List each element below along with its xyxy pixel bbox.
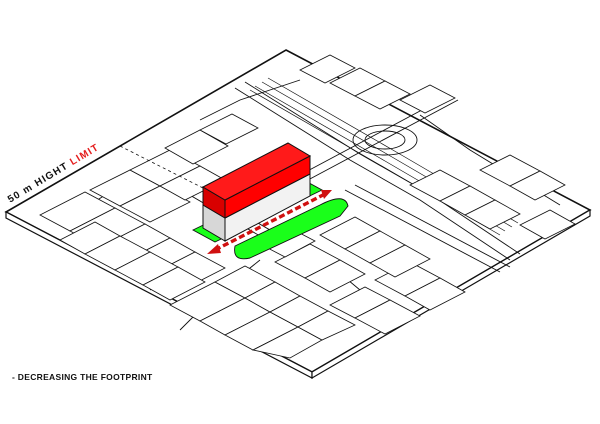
proposed-building	[201, 142, 312, 242]
front-city-blocks	[169, 216, 466, 359]
double-arrow-icon	[207, 190, 332, 254]
building-roof	[201, 142, 312, 201]
left-city-blocks	[39, 113, 259, 301]
green-footprint-park	[234, 198, 349, 260]
caption: - DECREASING THE FOOTPRINT	[12, 372, 153, 382]
roundabout	[352, 124, 418, 156]
right-city-blocks	[299, 54, 576, 240]
